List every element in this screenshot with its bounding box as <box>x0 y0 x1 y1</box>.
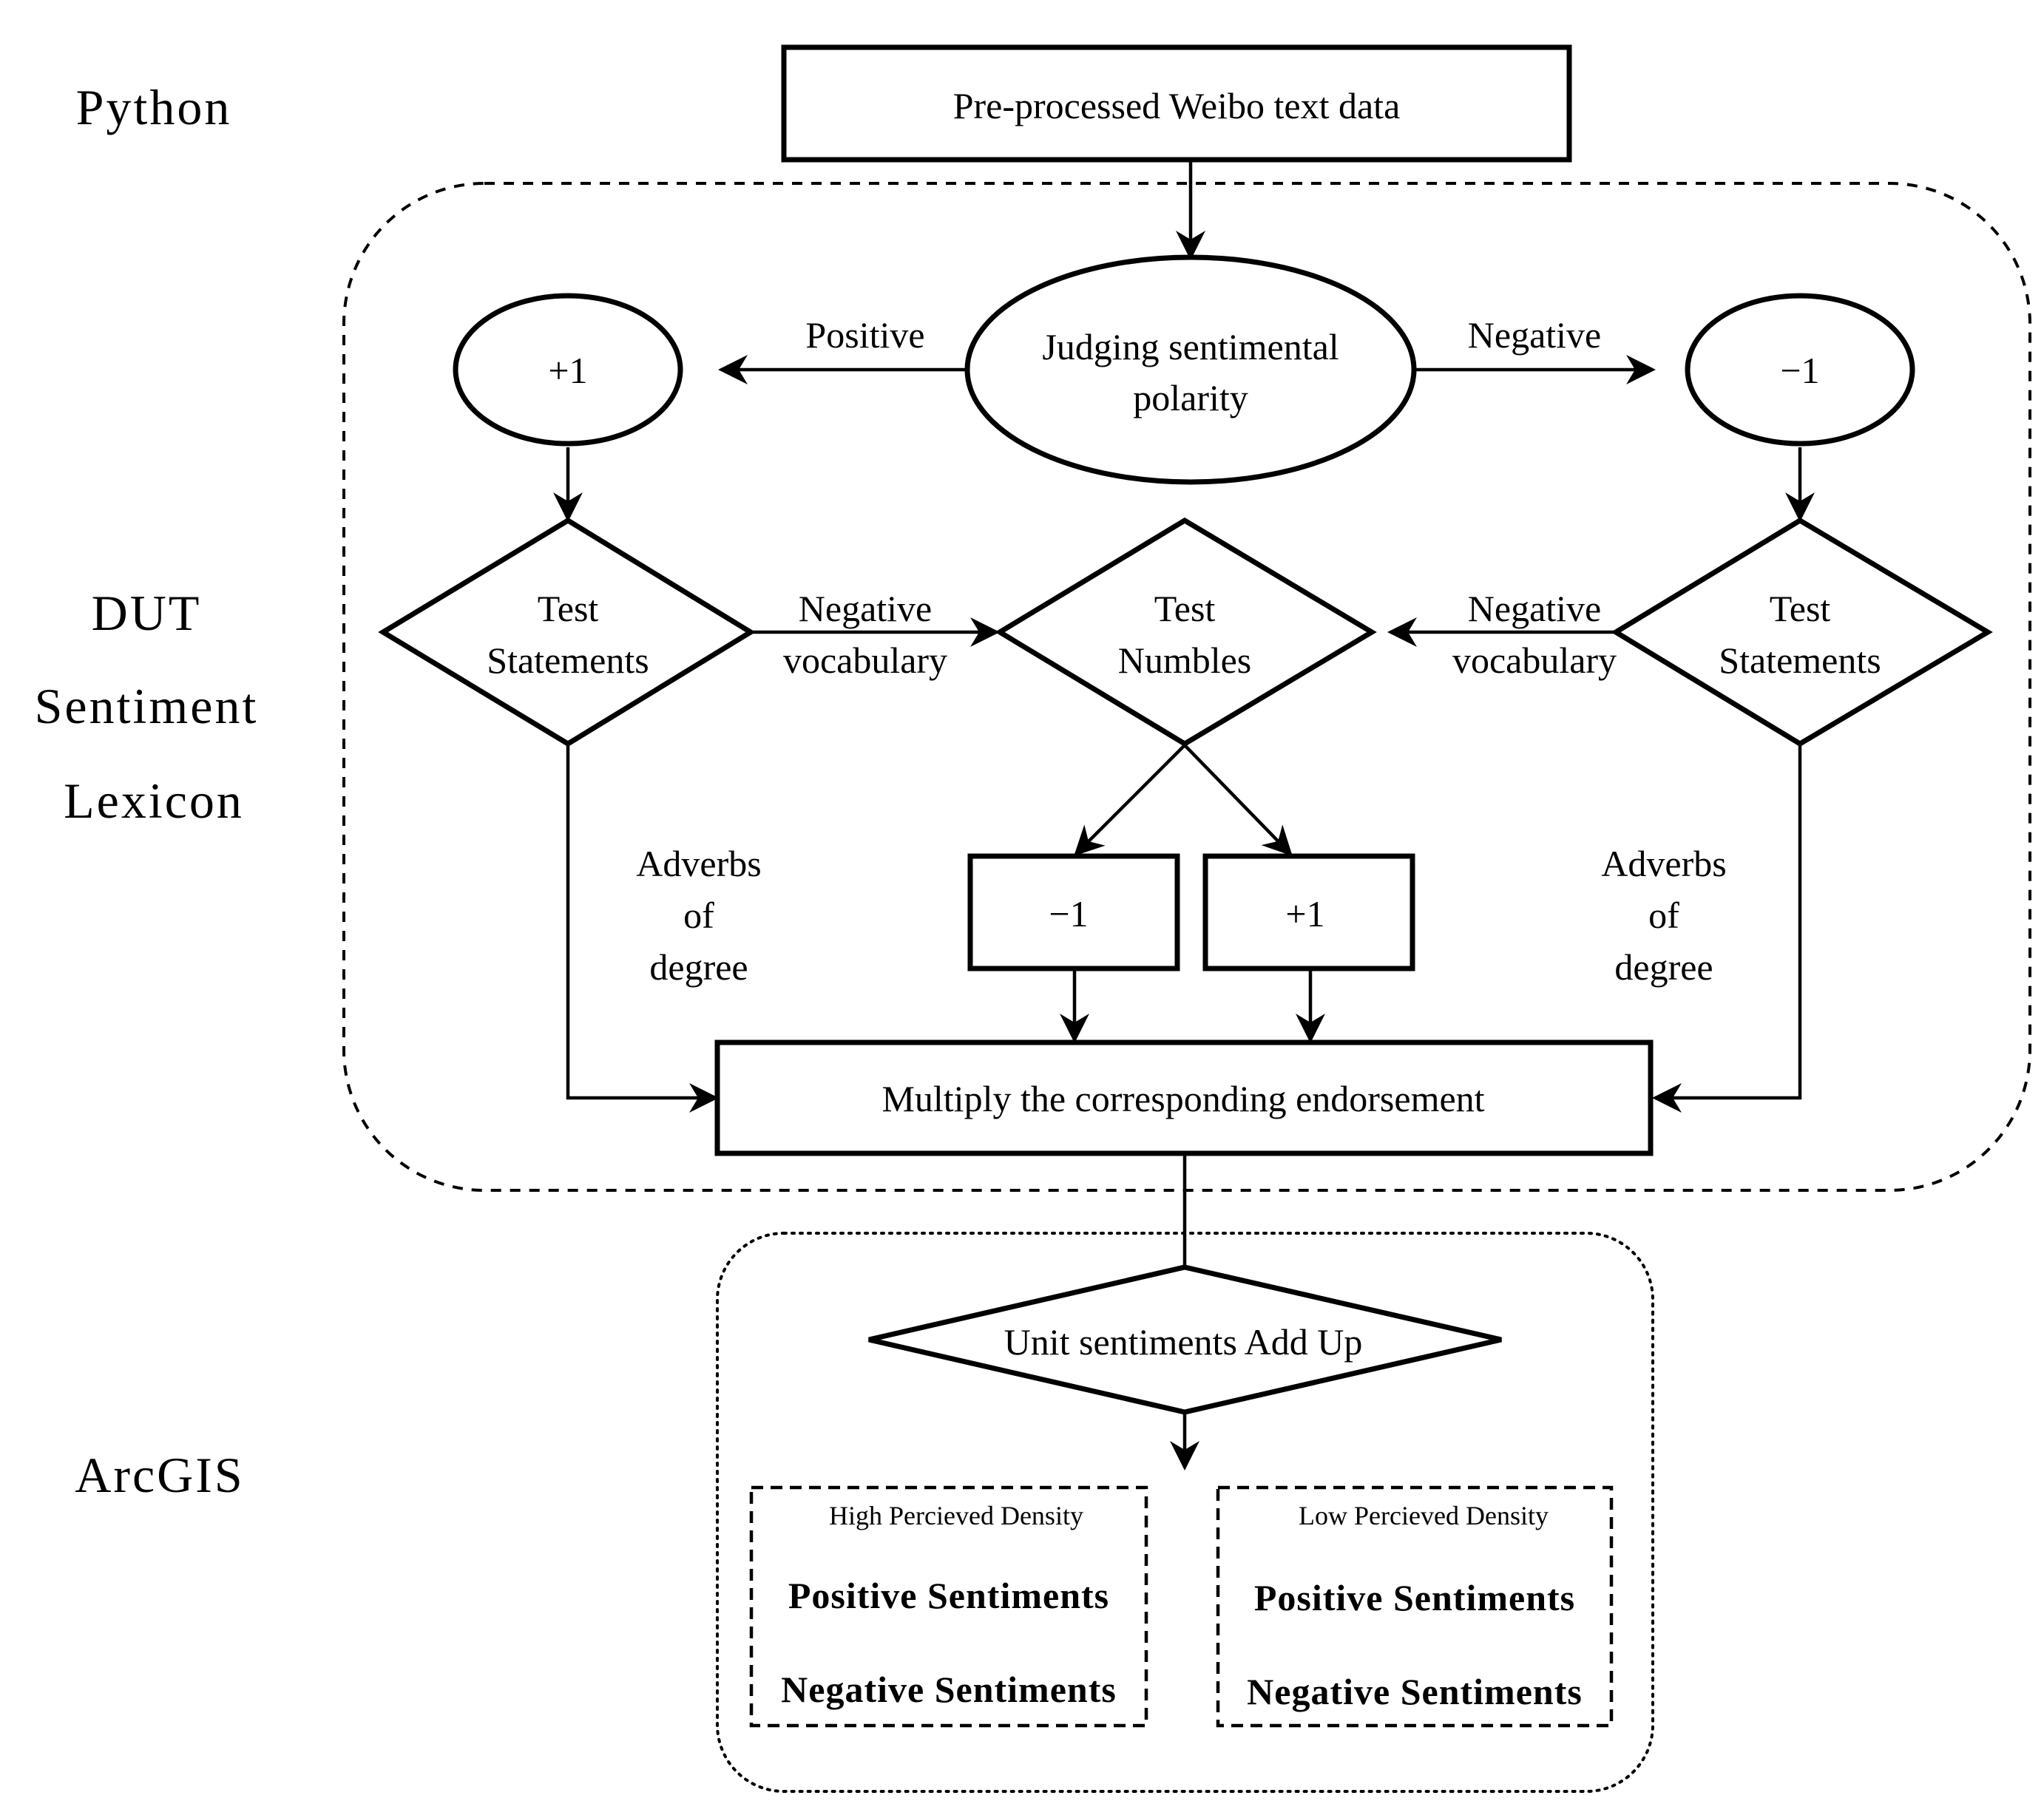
neg-vocab-left-line1: Negative <box>799 588 932 629</box>
input-box-label: Pre-processed Weibo text data <box>953 85 1401 126</box>
high-density-positive: Positive Sentiments <box>788 1575 1109 1616</box>
plus-one-ellipse-label: +1 <box>548 350 587 391</box>
adverbs-right-line3: degree <box>1614 946 1713 988</box>
minus-one-box-label: −1 <box>1049 893 1088 935</box>
neg-vocab-right-line2: vocabulary <box>1452 640 1617 681</box>
polarity-label-line2: polarity <box>1133 377 1248 418</box>
low-density-title: Low Percieved Density <box>1299 1501 1549 1530</box>
edge-numbles-to-plus <box>1183 744 1293 856</box>
high-density-title: High Percieved Density <box>829 1501 1083 1530</box>
minus-one-ellipse-label: −1 <box>1780 350 1819 391</box>
adverbs-right-line1: Adverbs <box>1601 843 1726 884</box>
high-density-box <box>749 1485 1148 1728</box>
test-statements-right-diamond <box>1611 517 1993 747</box>
adverbs-left-line1: Adverbs <box>636 843 761 884</box>
test-statements-right-line1: Test <box>1770 588 1831 629</box>
test-statements-right-line2: Statements <box>1719 640 1881 681</box>
python-label: Python <box>76 79 232 135</box>
multiply-box <box>714 1039 1654 1156</box>
input-box <box>781 44 1572 163</box>
dut-label-line2: Sentiment <box>35 678 259 734</box>
adverbs-left-line2: of <box>683 895 714 936</box>
dut-group-frame <box>342 182 2031 1192</box>
test-numbles-line2: Numbles <box>1118 640 1252 681</box>
add-up-label: Unit sentiments Add Up <box>1004 1321 1363 1363</box>
low-density-box <box>1216 1485 1614 1728</box>
test-numbles-diamond <box>995 517 1377 747</box>
plus-one-box <box>1202 853 1415 971</box>
minus-one-ellipse <box>1685 293 1915 447</box>
plus-one-box-label: +1 <box>1285 893 1324 935</box>
plus-one-ellipse <box>453 293 683 447</box>
add-up-diamond <box>868 1264 1502 1415</box>
test-statements-left-line1: Test <box>538 588 599 629</box>
neg-vocab-right-line1: Negative <box>1468 588 1601 629</box>
adverbs-right-line2: of <box>1648 895 1679 936</box>
neg-vocab-left-line2: vocabulary <box>783 640 947 681</box>
positive-edge-label: Positive <box>805 314 924 356</box>
adverbs-left-line3: degree <box>649 946 748 988</box>
low-density-positive: Positive Sentiments <box>1254 1577 1575 1618</box>
negative-edge-label: Negative <box>1468 314 1601 356</box>
test-statements-left-diamond <box>378 517 756 747</box>
dut-label-line3: Lexicon <box>64 773 244 829</box>
high-density-negative: Negative Sentiments <box>781 1669 1117 1710</box>
edge-numbles-to-minus <box>1074 744 1186 856</box>
low-density-negative: Negative Sentiments <box>1247 1671 1583 1712</box>
polarity-ellipse <box>964 254 1417 485</box>
arcgis-label: ArcGIS <box>75 1447 245 1503</box>
minus-one-box <box>967 853 1180 971</box>
polarity-label-line1: Judging sentimental <box>1042 326 1339 367</box>
dut-label-line1: DUT <box>92 585 202 641</box>
edge-right-adverbs <box>1652 745 1802 1113</box>
multiply-box-label: Multiply the corresponding endorsement <box>881 1078 1484 1119</box>
test-numbles-line1: Test <box>1154 588 1216 629</box>
test-statements-left-line2: Statements <box>487 640 649 681</box>
edge-left-adverbs <box>566 745 719 1113</box>
